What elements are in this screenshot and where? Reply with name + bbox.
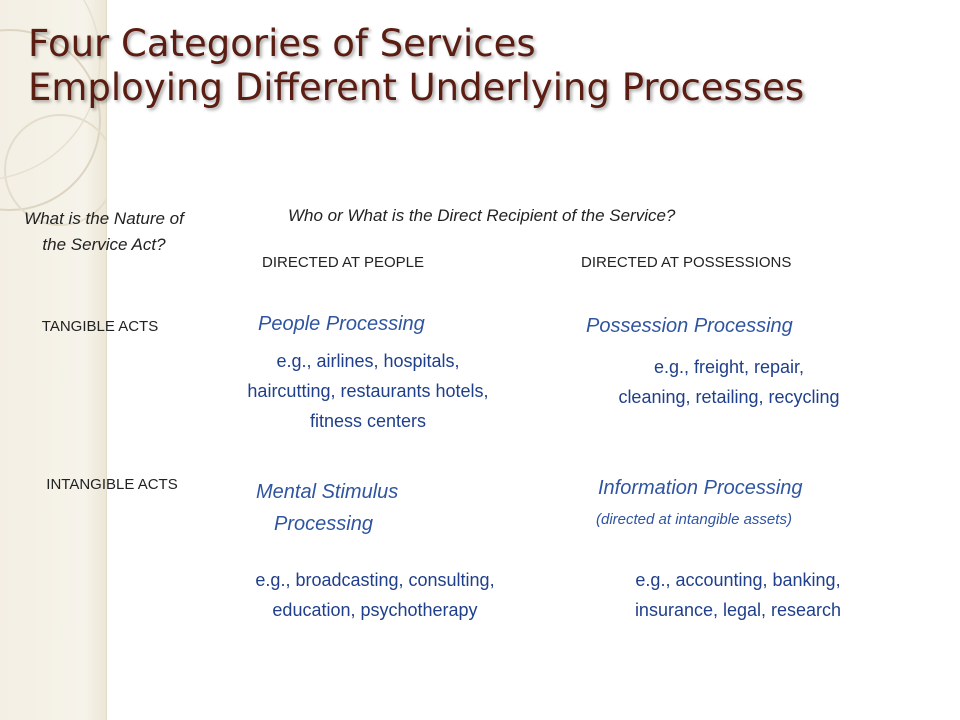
decorative-sidebar — [0, 0, 107, 720]
category-title-line: Processing — [274, 513, 373, 535]
examples-people-processing: e.g., airlines, hospitals, haircutting, … — [196, 346, 540, 436]
slide-title-line-1: Four Categories of Services — [28, 22, 536, 65]
example-line: education, psychotherapy — [272, 600, 478, 620]
column-header-possessions: DIRECTED AT POSSESSIONS — [581, 254, 792, 271]
category-information-processing: Information Processing — [598, 477, 803, 499]
example-line: e.g., airlines, hospitals, — [276, 351, 460, 371]
slide-title: Four Categories of Services Employing Di… — [28, 22, 804, 110]
information-processing-note: (directed at intangible assets) — [596, 511, 792, 528]
row-header-intangible: INTANGIBLE ACTS — [46, 476, 178, 493]
category-title-line: Mental Stimulus — [256, 481, 399, 503]
example-line: e.g., broadcasting, consulting, — [255, 570, 495, 590]
example-line: insurance, legal, research — [634, 600, 842, 620]
examples-mental-stimulus-processing: e.g., broadcasting, consulting, educatio… — [210, 565, 540, 625]
column-axis-question: Who or What is the Direct Recipient of t… — [288, 206, 676, 225]
category-possession-processing: Possession Processing — [586, 315, 793, 337]
example-line: e.g., accounting, banking, — [635, 570, 841, 590]
row-axis-question: What is the Nature of the Service Act? — [24, 209, 184, 254]
row-header-tangible: TANGIBLE ACTS — [41, 318, 159, 335]
slide-title-line-2: Employing Different Underlying Processes — [28, 66, 805, 109]
column-header-people: DIRECTED AT PEOPLE — [262, 254, 424, 271]
example-line: e.g., freight, repair, — [653, 357, 805, 377]
category-people-processing: People Processing — [258, 313, 425, 335]
examples-information-processing: e.g., accounting, banking, insurance, le… — [590, 565, 886, 625]
example-line: cleaning, retailing, recycling — [618, 387, 840, 407]
example-line: fitness centers — [309, 411, 427, 431]
decorative-arcs — [0, 0, 106, 226]
category-mental-stimulus-processing: Mental Stimulus Processing — [256, 476, 398, 540]
examples-possession-processing: e.g., freight, repair, cleaning, retaili… — [574, 352, 884, 412]
example-line: haircutting, restaurants hotels, — [247, 381, 489, 401]
